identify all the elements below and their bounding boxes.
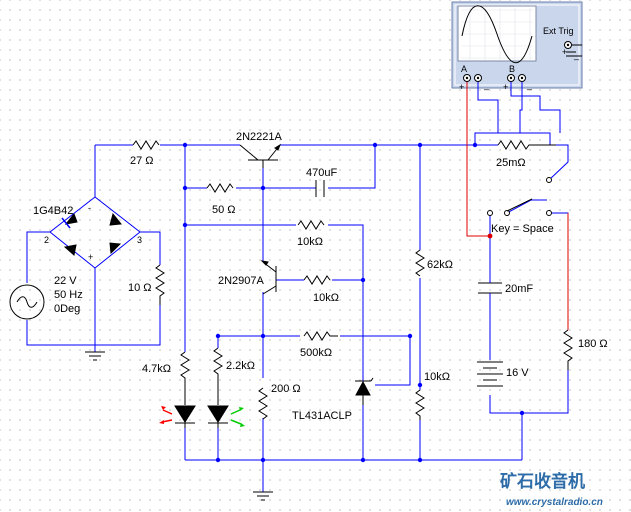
svg-text:2N2221A: 2N2221A xyxy=(236,131,283,143)
svg-text:-: - xyxy=(88,203,91,213)
led-red[interactable] xyxy=(159,405,196,428)
resistor-4-7k[interactable]: 4.7kΩ xyxy=(142,351,190,405)
svg-text:50 Hz: 50 Hz xyxy=(54,289,83,301)
svg-text:+: + xyxy=(88,252,93,262)
bridge-rectifier-1g4b42[interactable]: 1G4B42 - 2 3 + xyxy=(33,196,142,269)
svg-text:22 V: 22 V xyxy=(54,275,77,287)
svg-text:www.crystalradio.cn: www.crystalradio.cn xyxy=(506,497,603,508)
resistor-50-ohm[interactable]: 50 Ω xyxy=(206,183,236,216)
svg-text:500kΩ: 500kΩ xyxy=(300,347,332,359)
resistor-10-ohm[interactable]: 10 Ω xyxy=(128,264,165,305)
svg-text:10kΩ: 10kΩ xyxy=(297,236,323,248)
svg-text:2: 2 xyxy=(44,235,49,245)
svg-text:0Deg: 0Deg xyxy=(54,303,80,315)
transistor-2n2907a[interactable]: 2N2907A xyxy=(218,260,277,295)
junctions xyxy=(182,142,525,463)
resistor-62k[interactable]: 62kΩ xyxy=(415,249,453,277)
ac-voltage-source[interactable]: 22 V 50 Hz 0Deg xyxy=(9,275,83,320)
channel-b-label: B xyxy=(509,64,515,74)
svg-text:_: _ xyxy=(526,80,533,90)
capacitor-20mf[interactable]: 20mF xyxy=(478,268,533,302)
svg-text:10kΩ: 10kΩ xyxy=(424,371,450,383)
shunt-regulator-tl431[interactable]: TL431ACLP xyxy=(292,377,374,422)
svg-text:2N2907A: 2N2907A xyxy=(218,275,265,287)
resistor-180-ohm[interactable]: 180 Ω xyxy=(563,329,608,370)
scope-trace xyxy=(461,5,533,64)
svg-text:10 Ω: 10 Ω xyxy=(128,282,152,294)
svg-text:2.2kΩ: 2.2kΩ xyxy=(226,360,255,372)
svg-text:470uF: 470uF xyxy=(306,167,337,179)
svg-text:1G4B42: 1G4B42 xyxy=(33,205,73,217)
scope-screen xyxy=(461,5,533,64)
led-green[interactable] xyxy=(207,405,245,428)
svg-text:_: _ xyxy=(573,50,580,60)
svg-text:+: + xyxy=(459,82,464,92)
resistor-10k-a[interactable]: 10kΩ xyxy=(297,220,325,248)
svg-text:_: _ xyxy=(483,80,490,90)
svg-text:矿石收音机: 矿石收音机 xyxy=(500,471,585,492)
svg-text:3: 3 xyxy=(137,235,142,245)
resistor-500k[interactable]: 500kΩ xyxy=(300,331,338,359)
watermark: 矿石收音机 www.crystalradio.cn xyxy=(500,471,603,508)
resistor-25m-ohm[interactable]: 25mΩ xyxy=(496,140,556,169)
svg-text:62kΩ: 62kΩ xyxy=(427,259,453,271)
resistor-27-ohm[interactable]: 27 Ω xyxy=(130,140,160,167)
wires xyxy=(26,82,569,492)
transistor-2n2221a[interactable]: 2N2221A xyxy=(236,131,283,168)
svg-text:20mF: 20mF xyxy=(505,283,533,295)
svg-text:TL431ACLP: TL431ACLP xyxy=(292,410,352,422)
resistor-10k-c[interactable]: 10kΩ xyxy=(415,371,450,420)
oscilloscope[interactable]: Ext Trig + _ A B + _ + _ xyxy=(451,1,583,92)
svg-text:25mΩ: 25mΩ xyxy=(496,157,526,169)
svg-text:10kΩ: 10kΩ xyxy=(313,292,339,304)
svg-text:27 Ω: 27 Ω xyxy=(130,155,154,167)
ext-trig-label: Ext Trig xyxy=(543,26,574,36)
svg-text:Key = Space: Key = Space xyxy=(491,223,554,235)
svg-text:50 Ω: 50 Ω xyxy=(212,204,236,216)
resistor-2-2k[interactable]: 2.2kΩ xyxy=(213,347,255,405)
switch-key-space[interactable]: Key = Space xyxy=(487,177,554,236)
svg-text:200 Ω: 200 Ω xyxy=(271,383,301,395)
resistor-10k-b[interactable]: 10kΩ xyxy=(303,275,339,304)
ground-symbol xyxy=(253,491,273,501)
svg-text:16 V: 16 V xyxy=(506,367,529,379)
svg-text:180 Ω: 180 Ω xyxy=(578,338,608,350)
ground-symbol xyxy=(85,351,105,361)
channel-a-label: A xyxy=(461,64,467,74)
svg-text:+: + xyxy=(503,82,508,92)
resistor-200-ohm[interactable]: 200 Ω xyxy=(258,383,301,420)
battery-16v[interactable]: 16 V xyxy=(477,361,529,387)
svg-text:4.7kΩ: 4.7kΩ xyxy=(142,363,171,375)
probe-wires xyxy=(466,82,569,330)
capacitor-470uf[interactable]: 470uF xyxy=(306,167,337,197)
svg-text:+: + xyxy=(562,47,567,57)
